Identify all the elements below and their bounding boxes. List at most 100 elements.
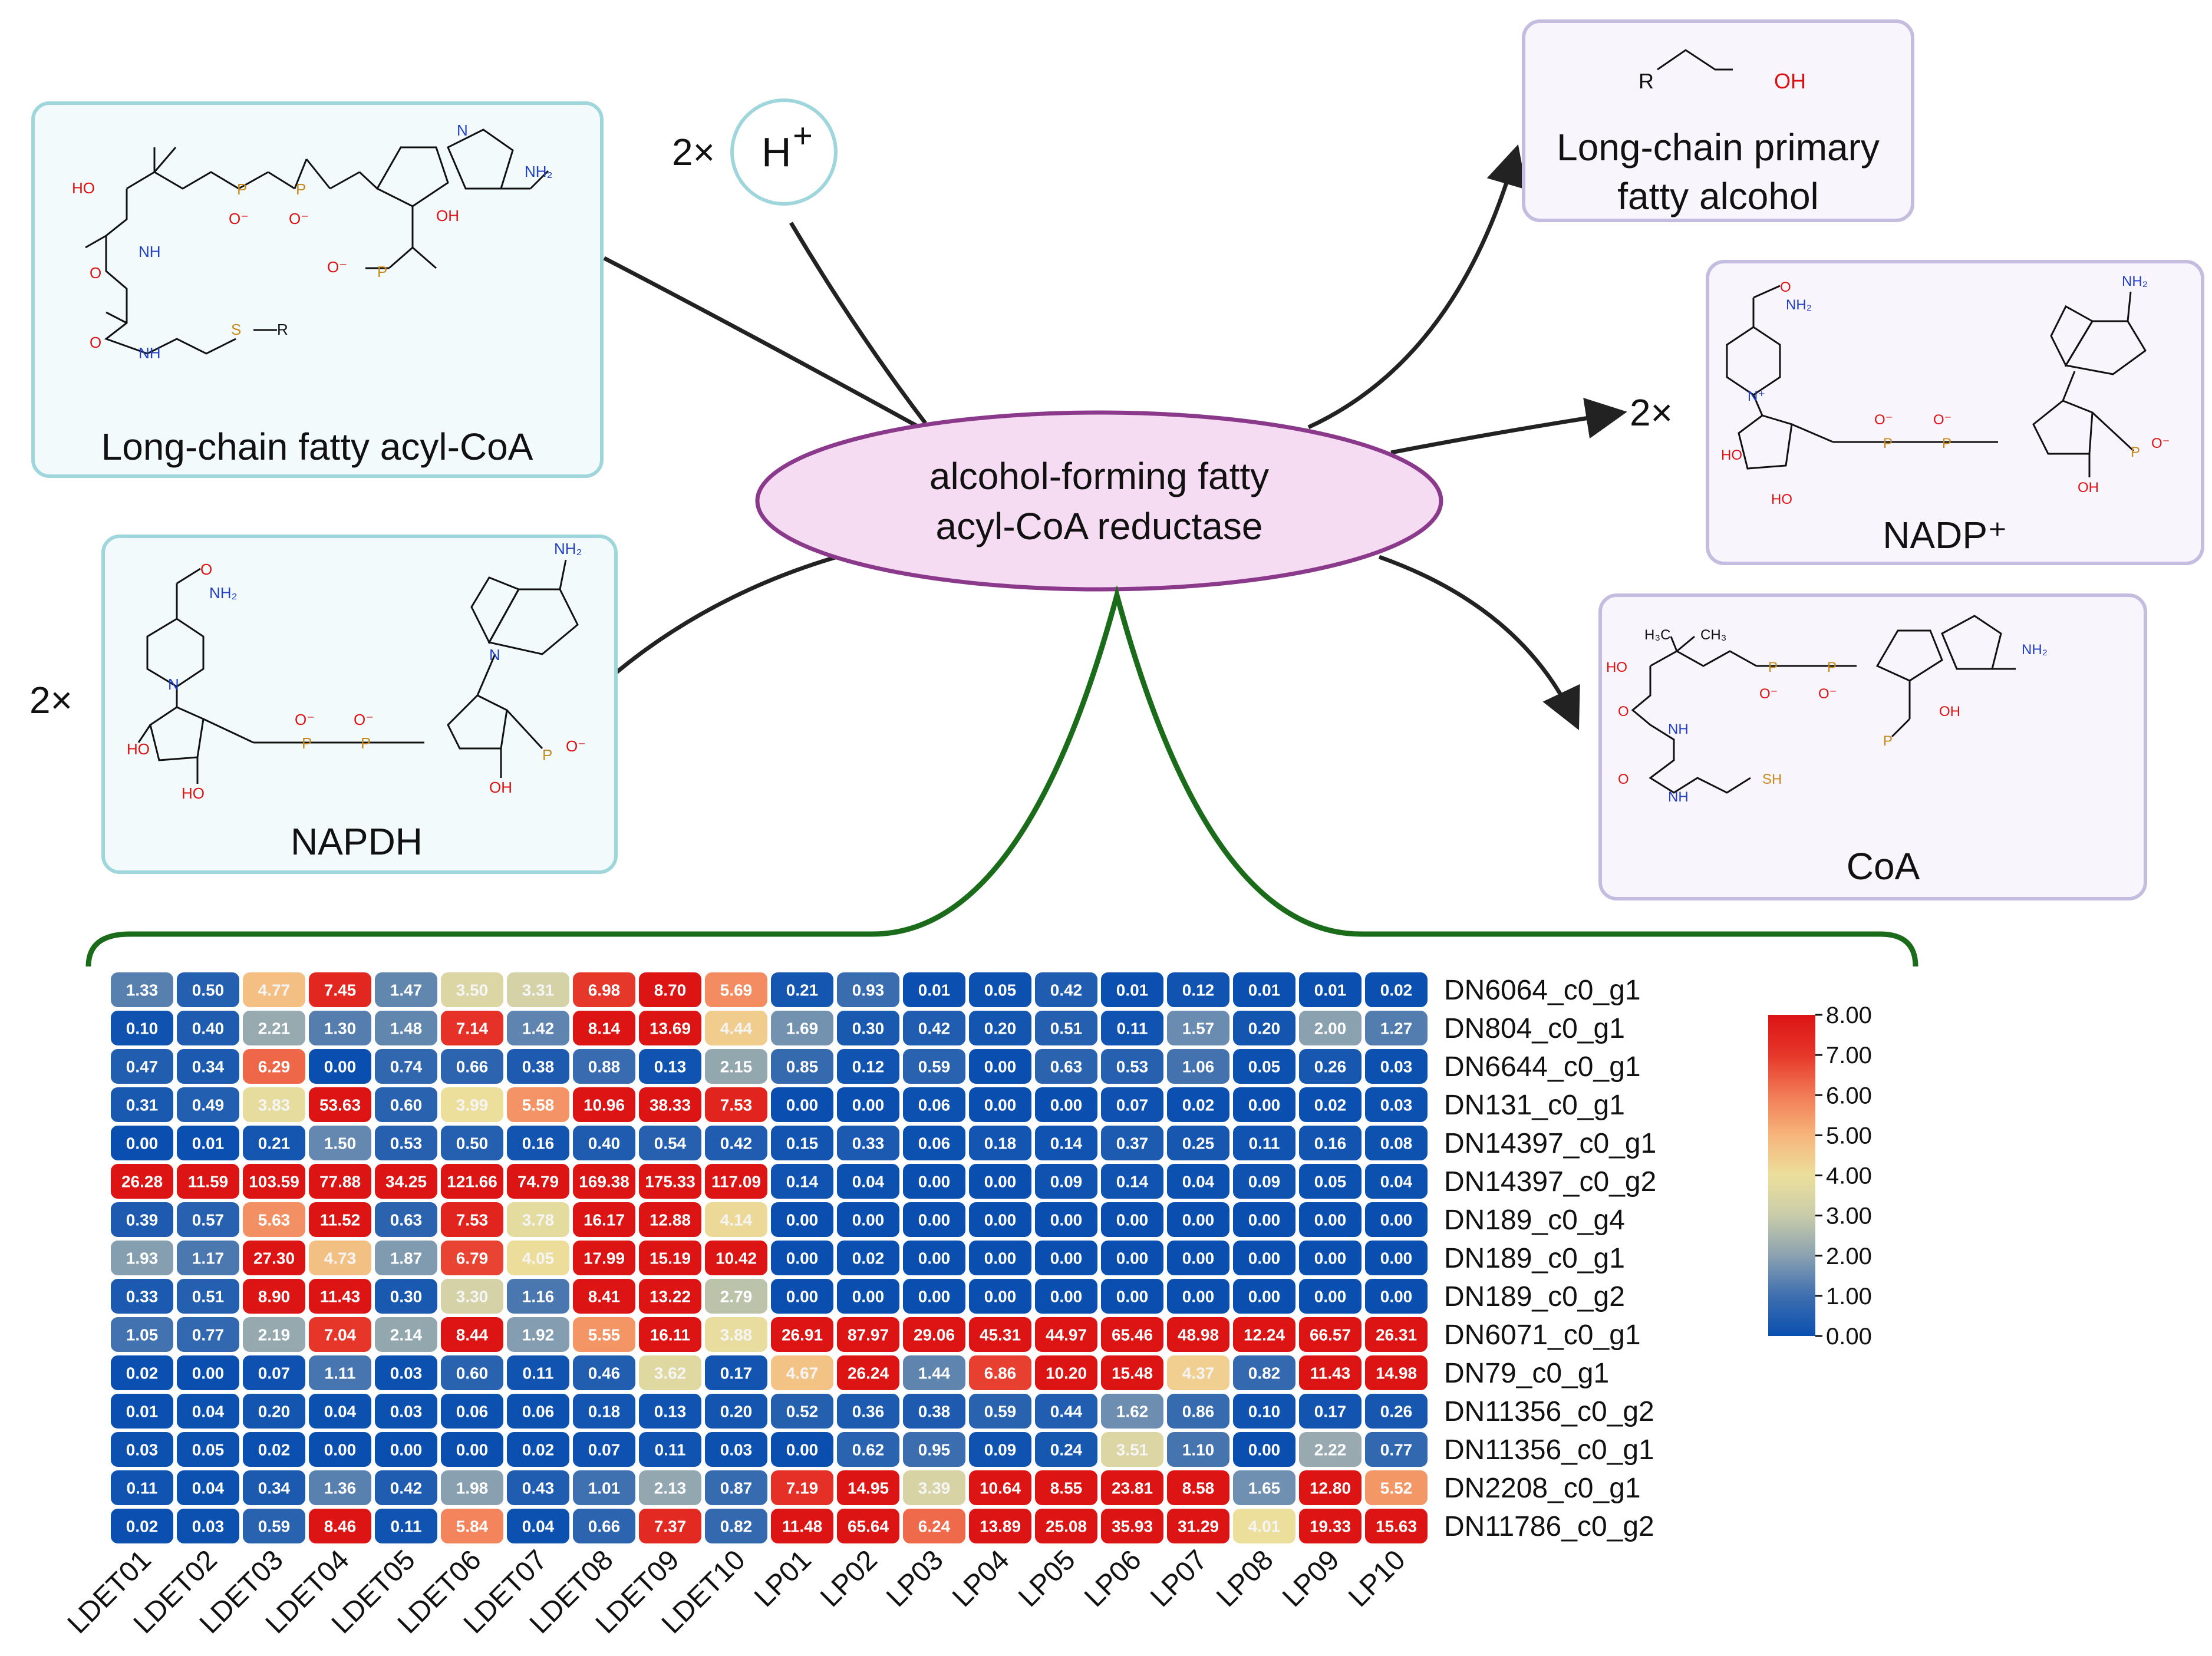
heatmap-cell-value: 0.00 xyxy=(1116,1288,1149,1306)
heatmap-cell-value: 0.00 xyxy=(1380,1249,1413,1268)
heatmap-cell-value: 0.00 xyxy=(1182,1288,1215,1306)
heatmap-cell-value: 0.14 xyxy=(1050,1134,1083,1153)
svg-text:O: O xyxy=(1618,704,1629,720)
heatmap-cell-value: 3.88 xyxy=(720,1326,753,1344)
heatmap-cell xyxy=(441,1509,503,1543)
heatmap-cell xyxy=(969,1355,1031,1390)
svg-text:O⁻: O⁻ xyxy=(289,210,309,227)
heatmap-cell-value: 0.21 xyxy=(258,1134,291,1153)
heatmap-row-label: DN2208_c0_g1 xyxy=(1444,1473,1641,1504)
heatmap-cell-value: 6.24 xyxy=(918,1518,951,1536)
heatmap-cell-value: 0.24 xyxy=(1050,1441,1083,1459)
heatmap-cell xyxy=(639,1011,701,1045)
heatmap-cell xyxy=(573,1509,635,1543)
svg-text:S: S xyxy=(231,321,241,338)
heatmap-cell xyxy=(771,1317,833,1352)
heatmap-cell xyxy=(441,1355,503,1390)
heatmap-cell xyxy=(705,1317,767,1352)
heatmap-cell xyxy=(375,1087,437,1122)
svg-text:P: P xyxy=(237,180,247,198)
nadp-card: O NH₂ N⁺ HO HO P P O⁻ O⁻ NH₂ OH P O⁻ NAD… xyxy=(1706,260,2204,565)
heatmap-cell xyxy=(705,1509,767,1543)
heatmap-cell xyxy=(969,1049,1031,1084)
heatmap-cell-value: 0.08 xyxy=(1380,1134,1413,1153)
nadph-card: O NH₂ N HO HO P P O⁻ O⁻ NH₂ N OH P O⁻ NA… xyxy=(101,535,618,874)
heatmap-cell-value: 0.10 xyxy=(126,1020,159,1038)
heatmap-cell-value: 0.47 xyxy=(126,1058,159,1076)
heatmap-cell xyxy=(375,1164,437,1199)
heatmap-cell xyxy=(1035,1509,1097,1543)
heatmap-cell xyxy=(573,1394,635,1429)
heatmap-cell-value: 2.22 xyxy=(1314,1441,1347,1459)
heatmap-cell xyxy=(507,1202,569,1237)
heatmap-cell xyxy=(1299,1049,1362,1084)
heatmap-cell-value: 10.42 xyxy=(716,1249,757,1268)
heatmap-cell xyxy=(177,1317,239,1352)
heatmap-cell-value: 0.04 xyxy=(192,1479,225,1497)
heatmap-column-label: LP05 xyxy=(1013,1544,1082,1613)
line-nadph xyxy=(608,555,838,679)
heatmap-cell-value: 0.00 xyxy=(786,1096,819,1114)
heatmap-cell xyxy=(375,1470,437,1505)
heatmap-cell-value: 0.05 xyxy=(1314,1173,1347,1191)
heatmap-cell xyxy=(705,1049,767,1084)
svg-text:NH₂: NH₂ xyxy=(209,584,238,602)
colorbar-tick-label: 3.00 xyxy=(1826,1203,1872,1229)
heatmap-cell xyxy=(177,1355,239,1390)
heatmap-cell xyxy=(111,1317,173,1352)
heatmap-cell-value: 0.66 xyxy=(588,1518,621,1536)
heatmap-cell xyxy=(243,1355,305,1390)
heatmap-cell xyxy=(111,1049,173,1084)
heatmap-cell xyxy=(771,972,833,1007)
heatmap-cell-value: 0.02 xyxy=(1182,1096,1215,1114)
heatmap-cell xyxy=(177,1509,239,1543)
heatmap-cell-value: 0.44 xyxy=(1050,1403,1083,1421)
heatmap-cell xyxy=(639,1509,701,1543)
proton-group: 2× H + xyxy=(672,98,838,206)
svg-text:O⁻: O⁻ xyxy=(1933,412,1951,428)
heatmap-cell-value: 0.00 xyxy=(1248,1288,1281,1306)
heatmap-cell xyxy=(1233,1279,1295,1314)
heatmap-cell-value: 10.20 xyxy=(1046,1364,1087,1383)
svg-text:O⁻: O⁻ xyxy=(566,737,586,755)
heatmap-cell xyxy=(771,1049,833,1084)
heatmap-cell xyxy=(969,1432,1031,1467)
heatmap-cell xyxy=(639,1317,701,1352)
heatmap-cell xyxy=(1365,1432,1428,1467)
heatmap-cell-value: 0.00 xyxy=(984,1211,1017,1229)
svg-text:NH: NH xyxy=(139,344,161,362)
svg-text:P: P xyxy=(1883,436,1893,451)
heatmap-cell-value: 0.09 xyxy=(984,1441,1017,1459)
heatmap-cell xyxy=(639,1432,701,1467)
heatmap-cell-value: 35.93 xyxy=(1112,1518,1153,1536)
heatmap-cell xyxy=(771,1241,833,1275)
heatmap-cell xyxy=(1101,1394,1163,1429)
svg-text:HO: HO xyxy=(1771,491,1792,507)
heatmap-cell xyxy=(771,1126,833,1160)
heatmap-cell-value: 0.00 xyxy=(786,1288,819,1306)
heatmap-cell xyxy=(771,1432,833,1467)
heatmap-cell-value: 0.00 xyxy=(1050,1096,1083,1114)
heatmap-cell-value: 0.18 xyxy=(984,1134,1017,1153)
heatmap-cell xyxy=(177,1164,239,1199)
svg-text:R: R xyxy=(277,321,288,338)
heatmap-cell-value: 0.74 xyxy=(390,1058,423,1076)
heatmap-cell xyxy=(573,1087,635,1122)
heatmap-cell xyxy=(177,1241,239,1275)
heatmap-cell-value: 6.29 xyxy=(258,1058,291,1076)
heatmap-row-label: DN131_c0_g1 xyxy=(1444,1090,1625,1121)
heatmap-cell-value: 0.38 xyxy=(918,1403,951,1421)
heatmap-cell xyxy=(771,1470,833,1505)
heatmap-cell xyxy=(1101,1164,1163,1199)
heatmap-cell xyxy=(1167,1087,1229,1122)
heatmap-cell-value: 0.00 xyxy=(984,1249,1017,1268)
heatmap-cell xyxy=(573,1011,635,1045)
heatmap-cell-value: 11.43 xyxy=(320,1288,361,1306)
heatmap-cell-value: 0.00 xyxy=(1314,1211,1347,1229)
heatmap-cell-value: 0.34 xyxy=(192,1058,225,1076)
heatmap-cell xyxy=(375,1432,437,1467)
heatmap-cell xyxy=(1101,1279,1163,1314)
heatmap-cell xyxy=(705,1279,767,1314)
heatmap-cell-value: 8.55 xyxy=(1050,1479,1083,1497)
heatmap-cell xyxy=(1233,1164,1295,1199)
